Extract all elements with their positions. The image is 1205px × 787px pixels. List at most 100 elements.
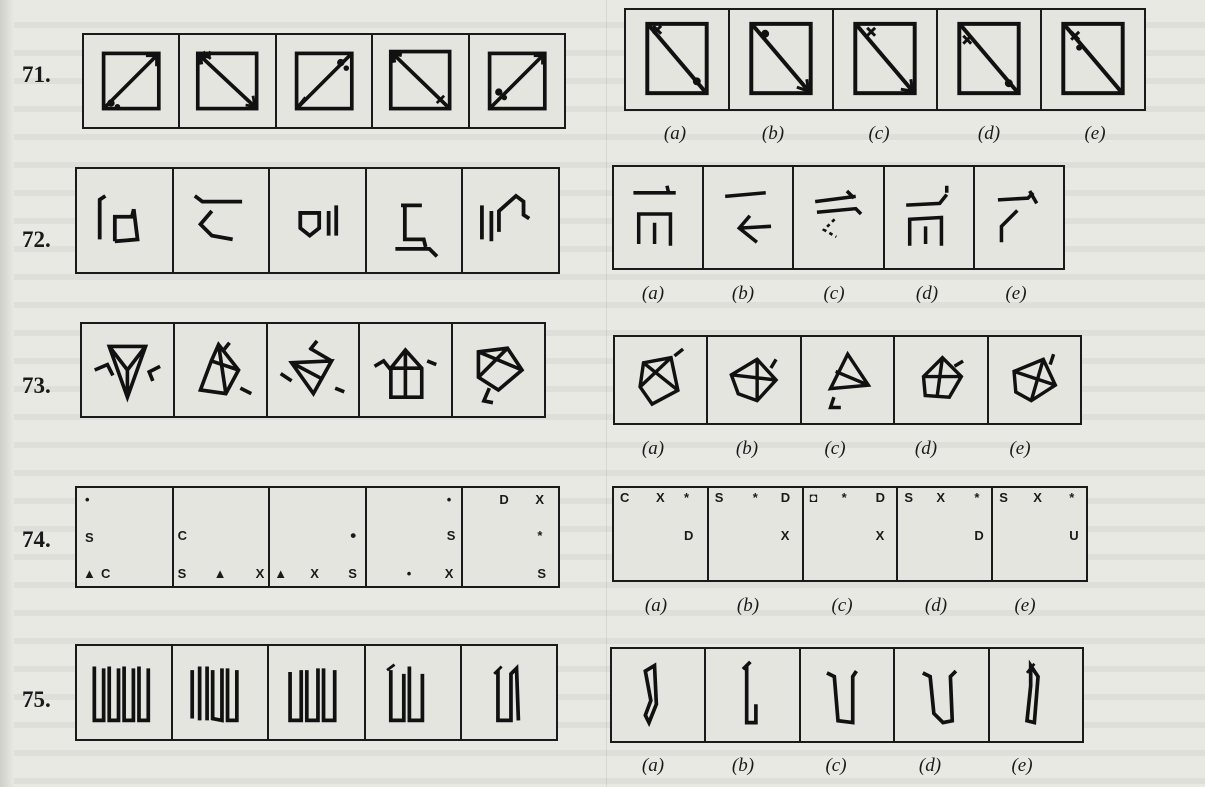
option-label-a: (a) [636, 595, 676, 617]
answer-figure-d[interactable] [895, 649, 989, 741]
option-label-b: (b) [728, 595, 768, 617]
option-label-c: (c) [859, 123, 899, 145]
problem-figure [77, 646, 173, 739]
answer-figure-a[interactable] [612, 649, 706, 741]
symbol: S [85, 530, 94, 545]
answer-figure-a[interactable] [626, 10, 730, 109]
problem-figures-75 [75, 644, 558, 741]
symbol: X [535, 492, 544, 507]
answer-figure-e[interactable] [989, 337, 1080, 423]
page-edge-shadow [0, 0, 14, 787]
problem-figure [268, 324, 361, 416]
answer-figure-c[interactable] [794, 167, 884, 268]
problem-figure [84, 35, 180, 127]
symbol: C [178, 528, 187, 543]
option-label-e: (e) [1000, 438, 1040, 460]
answer-figure-b[interactable] [706, 649, 800, 741]
option-label-e: (e) [1075, 123, 1115, 145]
symbol: S [447, 528, 456, 543]
symbol: S [178, 566, 187, 581]
option-label-b: (b) [723, 755, 763, 777]
problem-figures-73 [80, 322, 546, 418]
problem-figure [180, 35, 276, 127]
symbol: • [407, 566, 412, 581]
symbol: X [445, 566, 454, 581]
problem-figures-72 [75, 167, 560, 274]
option-label-c: (c) [822, 595, 862, 617]
option-label-a: (a) [633, 755, 673, 777]
answer-figure-c[interactable] [801, 649, 895, 741]
problem-figure: • ▲ X S [270, 488, 367, 586]
symbol: * [537, 528, 542, 543]
option-label-b: (b) [753, 123, 793, 145]
problem-figure [367, 169, 464, 272]
problem-figure [270, 169, 367, 272]
problem-figures-71 [82, 33, 566, 129]
answer-figure-e[interactable] [975, 167, 1063, 268]
symbol: X [656, 490, 665, 505]
question-number-72: 72. [22, 227, 51, 253]
problem-figure [269, 646, 365, 739]
answer-figure-a[interactable]: C X * D [614, 488, 709, 580]
answer-figure-a[interactable] [614, 167, 704, 268]
symbol: ▲ [274, 566, 287, 581]
answer-figure-c[interactable]: ◘ * D X [804, 488, 899, 580]
question-number-71: 71. [22, 62, 51, 88]
answer-figure-e[interactable] [990, 649, 1082, 741]
problem-figure [360, 324, 453, 416]
option-label-a: (a) [633, 283, 673, 305]
symbol: S [999, 490, 1008, 505]
answer-figure-e[interactable]: S X * U [993, 488, 1086, 580]
symbol: • [85, 492, 90, 507]
symbol: S [537, 566, 546, 581]
question-number-75: 75. [22, 687, 51, 713]
option-label-b: (b) [723, 283, 763, 305]
answer-figure-b[interactable] [704, 167, 794, 268]
answer-figures-73 [613, 335, 1082, 425]
symbol: X [256, 566, 265, 581]
symbol: D [974, 528, 983, 543]
problem-figure: • S • X [367, 488, 464, 586]
option-label-c: (c) [816, 755, 856, 777]
answer-figure-b[interactable]: S * D X [709, 488, 804, 580]
answer-figure-c[interactable] [834, 10, 938, 109]
symbol: ▲ [214, 566, 227, 581]
problem-figure [463, 169, 558, 272]
symbol: * [753, 490, 758, 505]
answer-figure-d[interactable] [895, 337, 988, 423]
option-label-c: (c) [814, 283, 854, 305]
symbol: D [781, 490, 790, 505]
answer-figure-d[interactable]: S X * D [898, 488, 993, 580]
symbol: * [842, 490, 847, 505]
symbol: C [620, 490, 629, 505]
problem-figure [277, 35, 373, 127]
answer-figures-72 [612, 165, 1065, 270]
answer-figure-d[interactable] [885, 167, 975, 268]
symbol: * [684, 490, 689, 505]
option-label-a: (a) [655, 123, 695, 145]
symbol: • [447, 492, 452, 507]
answer-figure-b[interactable] [708, 337, 801, 423]
answer-figure-a[interactable] [615, 337, 708, 423]
answer-figures-75 [610, 647, 1084, 743]
answer-figure-c[interactable] [802, 337, 895, 423]
option-label-e: (e) [1005, 595, 1045, 617]
symbol: ▲ [83, 566, 96, 581]
option-label-e: (e) [1002, 755, 1042, 777]
problem-figure [175, 324, 268, 416]
answer-figure-b[interactable] [730, 10, 834, 109]
answer-figures-71 [624, 8, 1146, 111]
symbol: S [904, 490, 913, 505]
problem-figure [373, 35, 469, 127]
option-label-b: (b) [727, 438, 767, 460]
problem-figure [366, 646, 462, 739]
option-label-d: (d) [907, 283, 947, 305]
answer-figure-e[interactable] [1042, 10, 1144, 109]
problem-figure: • S ▲ C [77, 488, 174, 586]
option-label-e: (e) [996, 283, 1036, 305]
option-label-d: (d) [906, 438, 946, 460]
symbol: ◘ [810, 490, 818, 505]
problem-figure [173, 646, 269, 739]
column-divider [606, 0, 607, 787]
answer-figure-d[interactable] [938, 10, 1042, 109]
